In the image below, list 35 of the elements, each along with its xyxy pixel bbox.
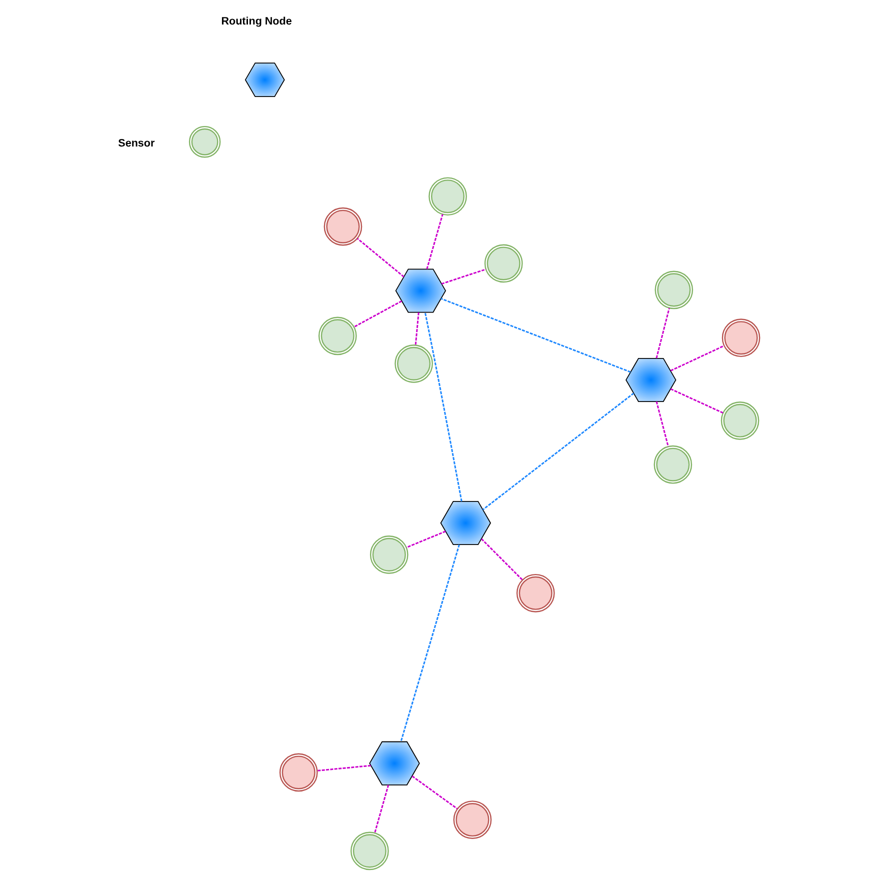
- node-circle: [484, 244, 523, 282]
- node-circle: [324, 206, 362, 246]
- legend-label: Routing Node: [221, 14, 292, 27]
- node-circle: [720, 400, 760, 440]
- connector: [440, 297, 631, 372]
- connector: [354, 300, 402, 328]
- node-hexagon: [626, 357, 676, 402]
- connector: [414, 312, 420, 345]
- connector: [670, 344, 724, 371]
- connector: [356, 237, 404, 277]
- node-circle: [722, 318, 760, 357]
- node-circle: [654, 444, 692, 484]
- connector: [424, 312, 462, 501]
- connector: [317, 764, 371, 771]
- legend-label: Sensor: [118, 137, 155, 150]
- connector: [481, 538, 523, 580]
- connector: [656, 400, 669, 446]
- connector: [670, 388, 724, 414]
- node-circle: [188, 125, 221, 158]
- node-hexagon: [244, 62, 285, 97]
- node-hexagon: [440, 500, 492, 544]
- node-hexagon: [369, 740, 420, 785]
- connector: [400, 544, 460, 742]
- connector: [441, 268, 486, 284]
- connector: [406, 530, 446, 548]
- connector: [426, 214, 444, 269]
- connector: [482, 392, 634, 510]
- node-hexagon: [395, 268, 446, 312]
- node-circle: [318, 316, 357, 355]
- node-circle: [279, 752, 318, 792]
- node-circle: [654, 270, 694, 309]
- connector: [412, 775, 458, 809]
- node-circle: [516, 573, 555, 612]
- connector: [656, 308, 670, 358]
- connector: [374, 784, 390, 833]
